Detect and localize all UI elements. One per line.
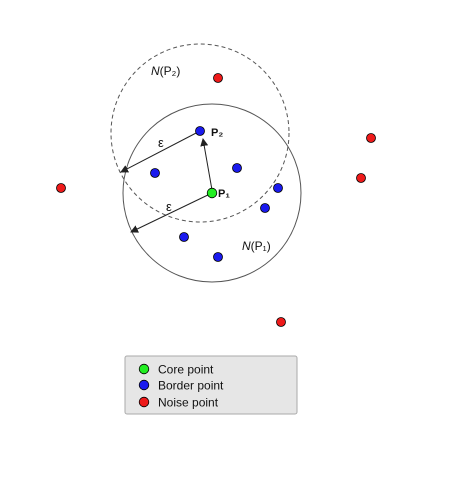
legend-label-border: Border point: [158, 379, 224, 393]
legend-swatch-noise: [138, 396, 150, 408]
legend-swatch-core: [138, 363, 150, 375]
legend-label-core: Core point: [158, 363, 214, 377]
neighborhood-label-p1: N(P₁): [242, 239, 271, 253]
point-label-p2: P₂: [211, 127, 223, 139]
neighborhood-label-p2: N(P₂): [151, 64, 180, 78]
border-point: [179, 232, 189, 242]
core-point: [206, 187, 218, 199]
legend-box: [124, 355, 298, 415]
border-point: [213, 252, 223, 262]
point-label-p1: P₁: [218, 188, 230, 200]
neighborhood-symbol: N: [242, 239, 251, 253]
neighborhood-circle-p1: [122, 103, 302, 283]
neighborhood-symbol: N: [151, 64, 160, 78]
noise-point: [356, 173, 366, 183]
border-point: [260, 203, 270, 213]
noise-point: [366, 133, 376, 143]
border-point: [150, 168, 160, 178]
neighborhood-circle-p2: [110, 43, 290, 223]
noise-point: [213, 73, 223, 83]
noise-point: [56, 183, 66, 193]
legend-label-noise: Noise point: [158, 396, 219, 410]
reachability-arrow: [200, 138, 213, 191]
neighborhood-suffix-p2: (P₂): [160, 64, 181, 78]
legend: Core point Border point Noise point: [124, 355, 298, 415]
border-point: [232, 163, 242, 173]
epsilon-arrow-p1: [130, 192, 213, 233]
neighborhood-suffix-p1: (P₁): [251, 239, 271, 253]
epsilon-label-lower: ε: [166, 199, 172, 214]
epsilon-label-upper: ε: [158, 135, 164, 150]
legend-swatch-border: [138, 379, 150, 391]
epsilon-arrow-p2: [120, 130, 201, 173]
border-point: [195, 126, 205, 136]
border-point: [273, 183, 283, 193]
noise-point: [276, 317, 286, 327]
